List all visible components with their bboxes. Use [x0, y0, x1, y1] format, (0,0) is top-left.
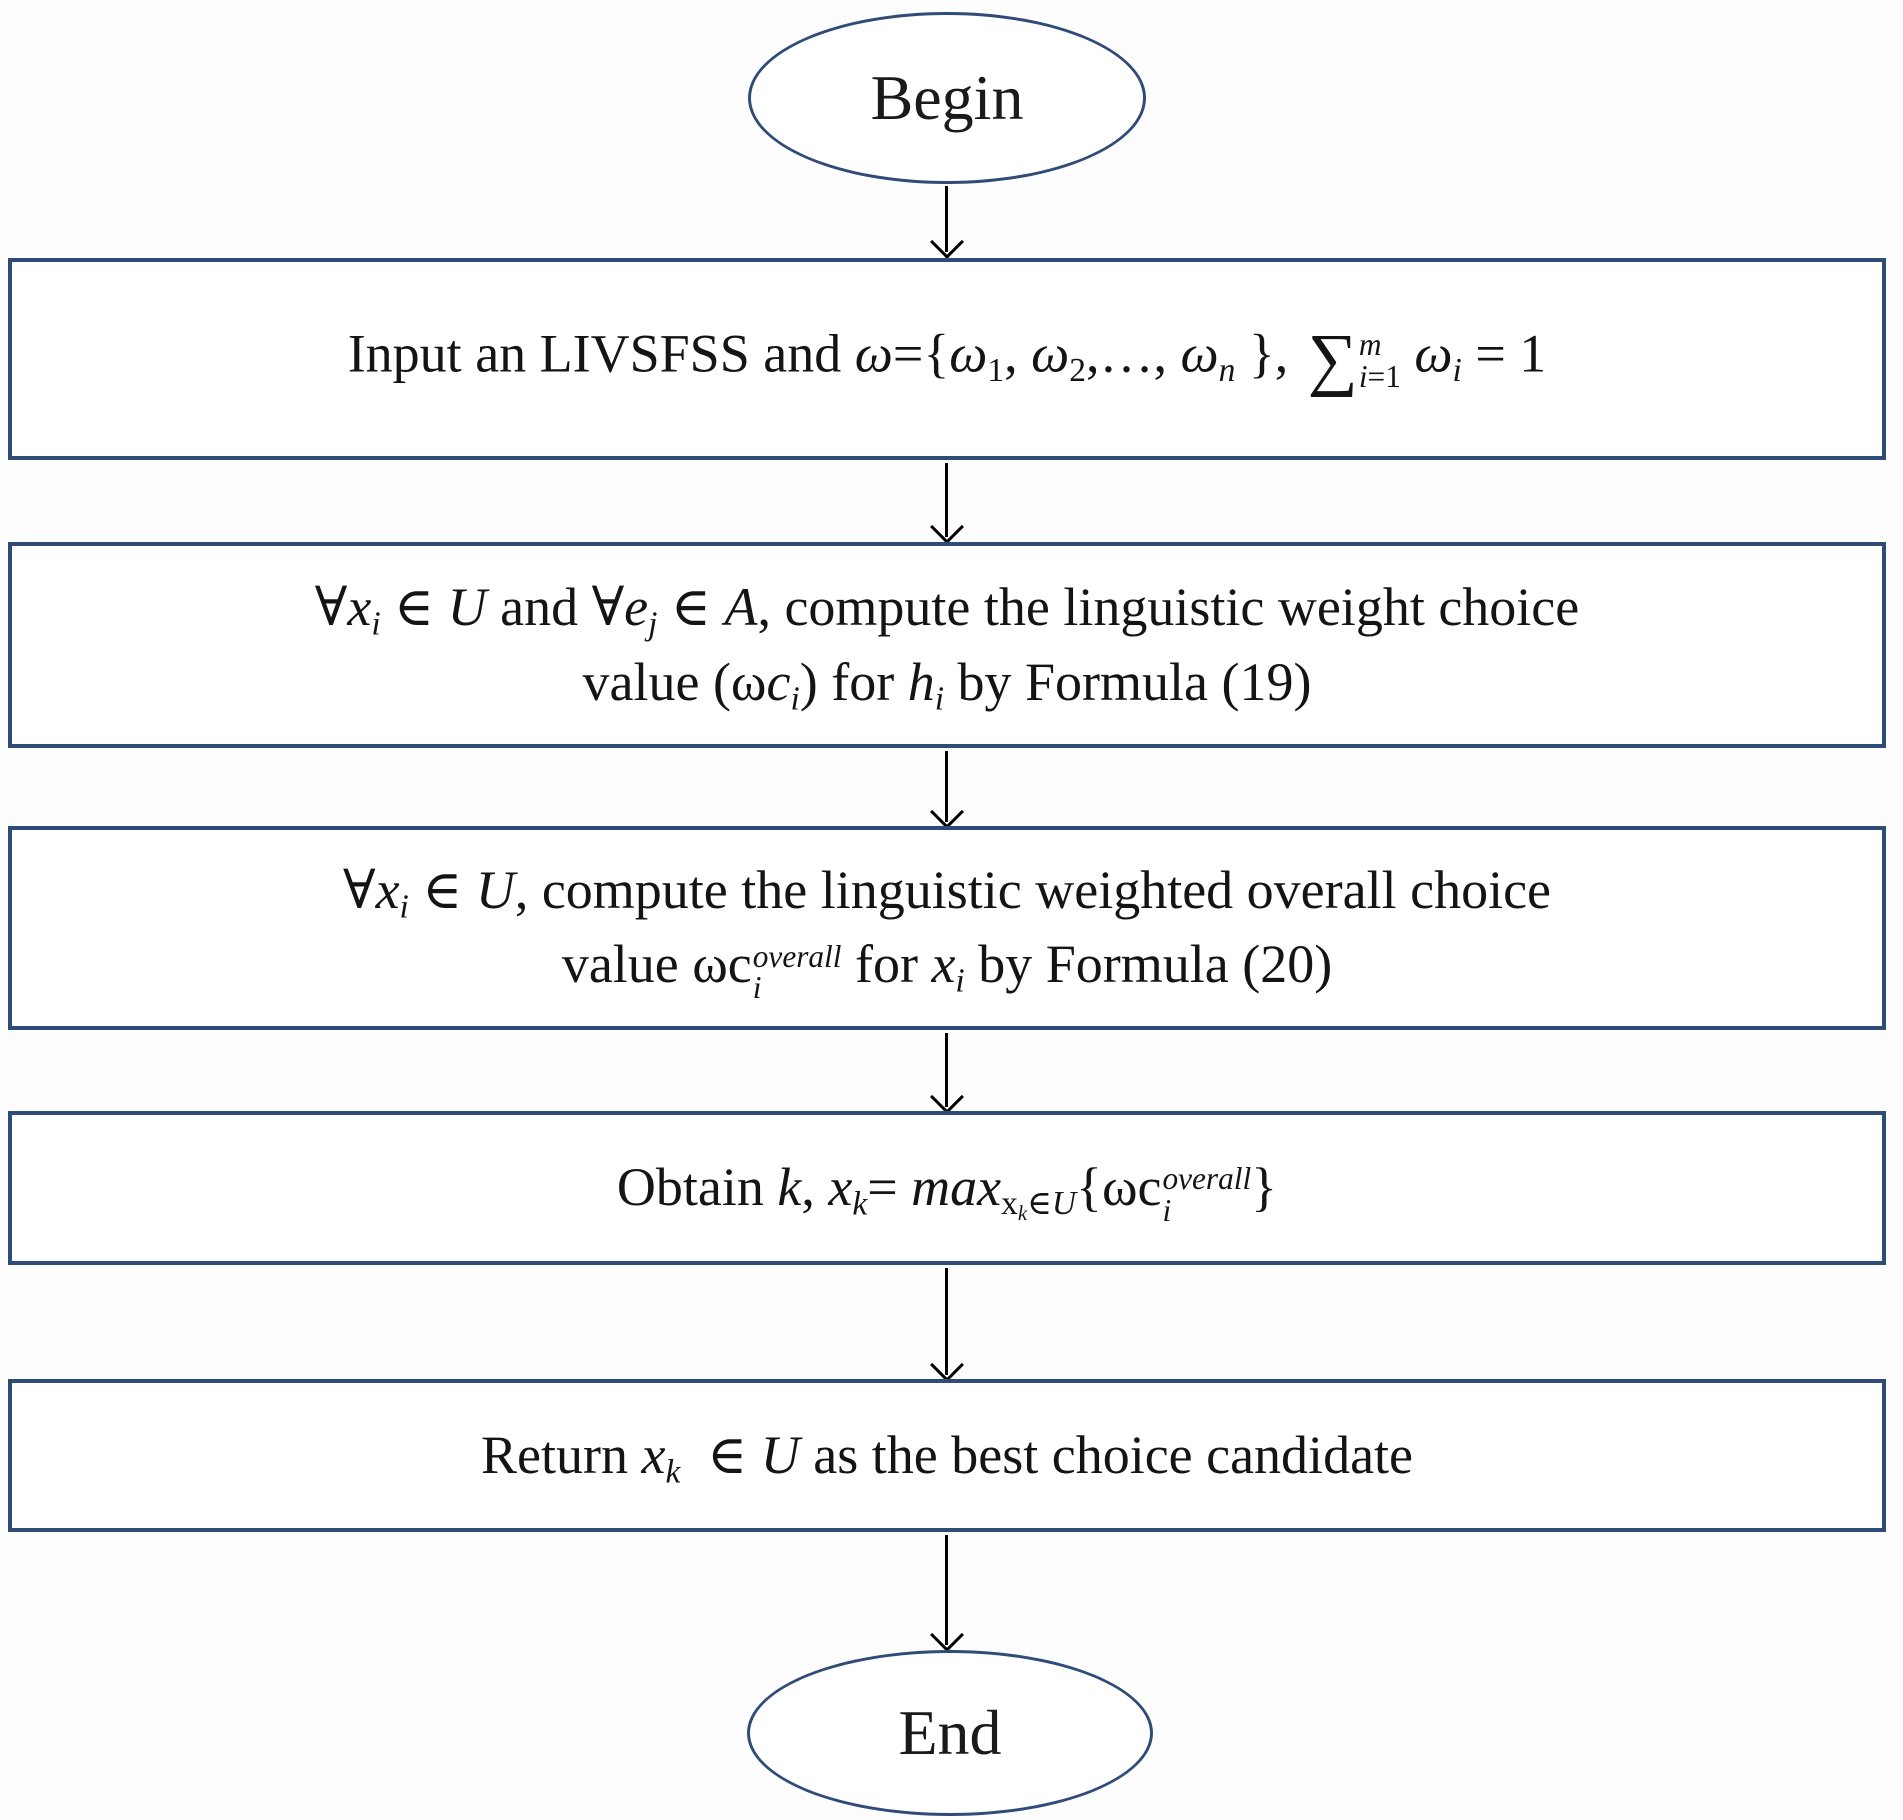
process-label: Input an LIVSFSS and ω={ω1, ω2,…, ωn }, … [347, 319, 1547, 398]
process-box-return: Return xk ∈ U as the best choice candida… [8, 1379, 1886, 1532]
process-label: ∀xi ∈ U, compute the linguistic weighted… [342, 859, 1552, 1005]
process-box-overall-choice: ∀xi ∈ U, compute the linguistic weighted… [8, 826, 1886, 1030]
begin-label: Begin [870, 62, 1024, 133]
down-arrow-icon [945, 1535, 948, 1645]
down-arrow-icon [945, 1033, 948, 1107]
process-label: Return xk ∈ U as the best choice candida… [480, 1425, 1414, 1491]
down-arrow-icon [945, 1268, 948, 1375]
end-label: End [898, 1697, 1002, 1768]
down-arrow-icon [945, 751, 948, 822]
process-label: ∀xi ∈ U and ∀ej ∈ A, compute the linguis… [314, 577, 1580, 718]
down-arrow-icon [945, 463, 948, 537]
end-terminator: End [747, 1650, 1153, 1816]
process-box-weight-choice: ∀xi ∈ U and ∀ej ∈ A, compute the linguis… [8, 542, 1886, 748]
down-arrow-icon [945, 186, 948, 252]
process-box-input: Input an LIVSFSS and ω={ω1, ω2,…, ωn }, … [8, 258, 1886, 460]
begin-terminator: Begin [748, 12, 1146, 184]
